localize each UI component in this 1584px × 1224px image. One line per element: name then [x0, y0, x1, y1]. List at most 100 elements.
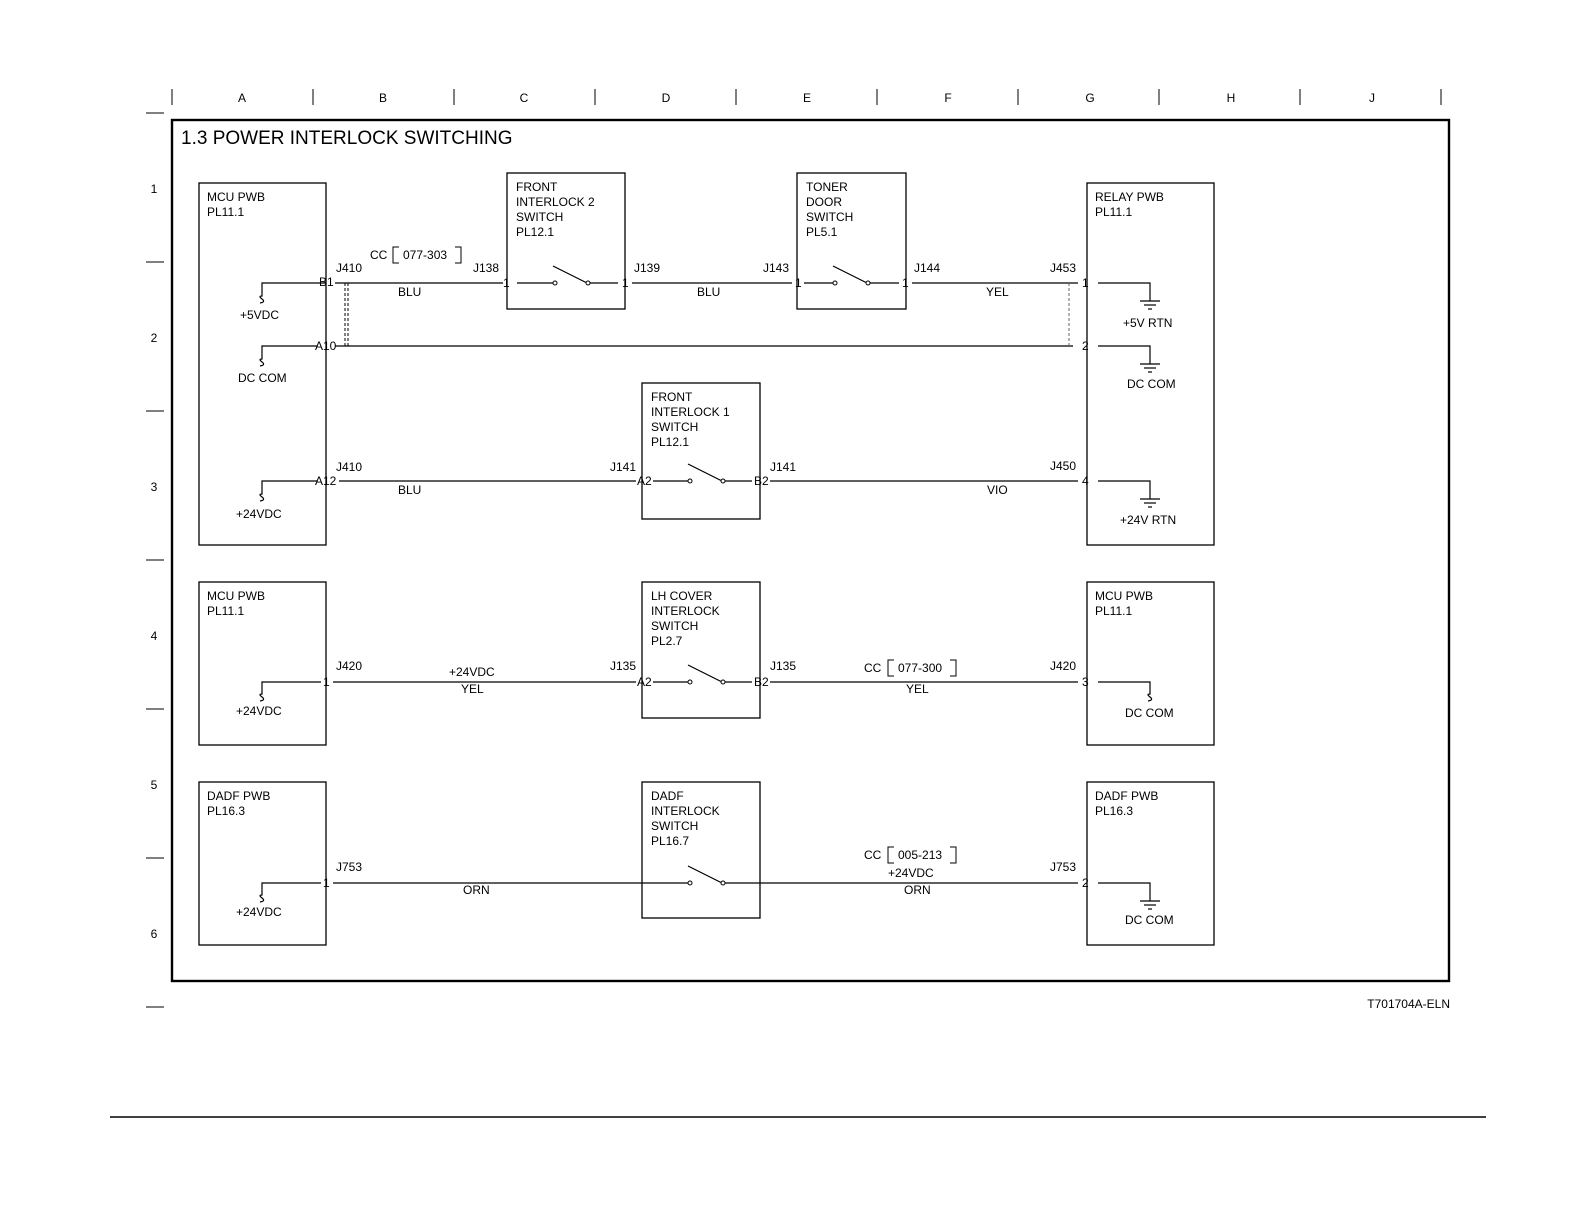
row-label-3: 3 [151, 480, 158, 494]
pin-b2: B2 [754, 474, 769, 488]
box-label: PL11.1 [207, 604, 244, 618]
box-label: MCU PWB [1095, 589, 1153, 603]
box-label: DADF PWB [207, 789, 270, 803]
connector-j144: J144 [914, 261, 940, 275]
box-label: INTERLOCK 2 [516, 195, 595, 209]
box-label: INTERLOCK [651, 604, 720, 618]
connector-j753: J753 [1050, 860, 1076, 874]
box-label: PL12.1 [516, 225, 554, 239]
supply-label: +24V RTN [1120, 513, 1176, 527]
box-mcu-pwb-1: MCU PWB PL11.1 [198, 182, 327, 546]
connector-j139: J139 [634, 261, 660, 275]
box-label: PL5.1 [806, 225, 838, 239]
pin-1: 1 [323, 675, 330, 689]
switch-symbol [517, 265, 618, 286]
box-mcu-pwb-3: MCU PWB PL11.1 [1086, 581, 1215, 746]
pin-4: 4 [1082, 474, 1089, 488]
pin-a12: A12 [315, 474, 337, 488]
cc-code-077-303: 077-303 [403, 248, 447, 262]
diagram-frame [170, 118, 1451, 983]
pin-1: 1 [1082, 276, 1089, 290]
switch-symbol [687, 865, 726, 886]
pin-1: 1 [795, 276, 802, 290]
wire-voltage-24vdc: +24VDC [449, 665, 495, 679]
box-label: PL11.1 [207, 205, 244, 219]
supply-dc-com-4: DC COM [1098, 882, 1174, 927]
cc-label: CC [864, 661, 882, 675]
box-label: RELAY PWB [1095, 190, 1164, 204]
box-label: INTERLOCK [651, 804, 720, 818]
switch-symbol [653, 664, 752, 685]
pin-2: 2 [1082, 339, 1089, 353]
column-label-h: H [1227, 91, 1236, 105]
box-label: PL16.7 [651, 834, 689, 848]
supply-24vdc-2: +24VDC [236, 681, 321, 718]
supply-label: DC COM [1127, 377, 1176, 391]
row-label-1: 1 [151, 182, 158, 196]
supply-label: +24VDC [236, 507, 282, 521]
box-label: SWITCH [806, 210, 853, 224]
pin-a2: A2 [637, 474, 652, 488]
supply-label: +5VDC [240, 308, 279, 322]
supply-dc-com-1: DC COM [238, 345, 317, 385]
column-label-a: A [238, 91, 246, 105]
supply-24vdc-3: +24VDC [236, 882, 321, 919]
connector-j135: J135 [610, 659, 636, 673]
row-label-4: 4 [151, 629, 158, 643]
supply-label: +24VDC [236, 704, 282, 718]
supply-dc-com-2: DC COM [1098, 345, 1176, 391]
box-relay-pwb: RELAY PWB PL11.1 [1086, 182, 1215, 546]
box-label: PL11.1 [1095, 205, 1132, 219]
pin-a10: A10 [315, 339, 337, 353]
supply-5v-rtn: +5V RTN [1098, 282, 1172, 330]
supply-label: DC COM [238, 371, 287, 385]
cc-bracket [887, 659, 957, 677]
box-dadf-pwb-2: DADF PWB PL16.3 [1086, 781, 1215, 946]
box-label: DADF PWB [1095, 789, 1158, 803]
column-label-d: D [662, 91, 671, 105]
supply-label: +24VDC [236, 905, 282, 919]
box-label: PL11.1 [1095, 604, 1132, 618]
cc-bracket [392, 246, 462, 264]
wire-color-yel: YEL [461, 682, 484, 696]
box-label: DADF [651, 789, 684, 803]
supply-5vdc: +5VDC [240, 282, 326, 322]
cc-label: CC [864, 848, 882, 862]
supply-24v-rtn: +24V RTN [1098, 480, 1176, 527]
connector-j135: J135 [770, 659, 796, 673]
pin-1: 1 [902, 276, 909, 290]
box-label: SWITCH [651, 619, 698, 633]
box-label: FRONT [516, 180, 558, 194]
row-label-2: 2 [151, 331, 158, 345]
pin-3: 3 [1082, 675, 1089, 689]
diagram-title: 1.3 POWER INTERLOCK SWITCHING [181, 128, 512, 149]
pin-1: 1 [622, 276, 629, 290]
switch-symbol [653, 463, 752, 484]
switch-symbol [804, 265, 899, 286]
box-label: PL16.3 [207, 804, 245, 818]
wire-color-orn: ORN [463, 883, 490, 897]
box-label: PL2.7 [651, 634, 683, 648]
box-dadf-interlock: DADF INTERLOCK SWITCH PL16.7 [641, 781, 761, 919]
box-label: FRONT [651, 390, 693, 404]
wire-voltage-24vdc: +24VDC [888, 866, 934, 880]
wire-color-yel: YEL [906, 682, 929, 696]
box-label: SWITCH [651, 420, 698, 434]
wires-section-1 [335, 282, 1078, 482]
pin-b2: B2 [754, 675, 769, 689]
cc-code-005-213: 005-213 [898, 848, 942, 862]
connector-j141: J141 [610, 460, 636, 474]
connector-j420: J420 [1050, 659, 1076, 673]
box-label: MCU PWB [207, 190, 265, 204]
supply-dc-com-3: DC COM [1098, 681, 1174, 720]
wire-color-blu: BLU [398, 285, 421, 299]
box-label: DOOR [806, 195, 842, 209]
column-label-f: F [944, 91, 951, 105]
row-grid: 1 2 3 4 5 6 [146, 112, 164, 1008]
supply-label: DC COM [1125, 913, 1174, 927]
connector-j410: J410 [336, 261, 362, 275]
box-label: SWITCH [651, 819, 698, 833]
box-toner-door-switch: TONER DOOR SWITCH PL5.1 [796, 172, 907, 310]
connector-j141: J141 [770, 460, 796, 474]
